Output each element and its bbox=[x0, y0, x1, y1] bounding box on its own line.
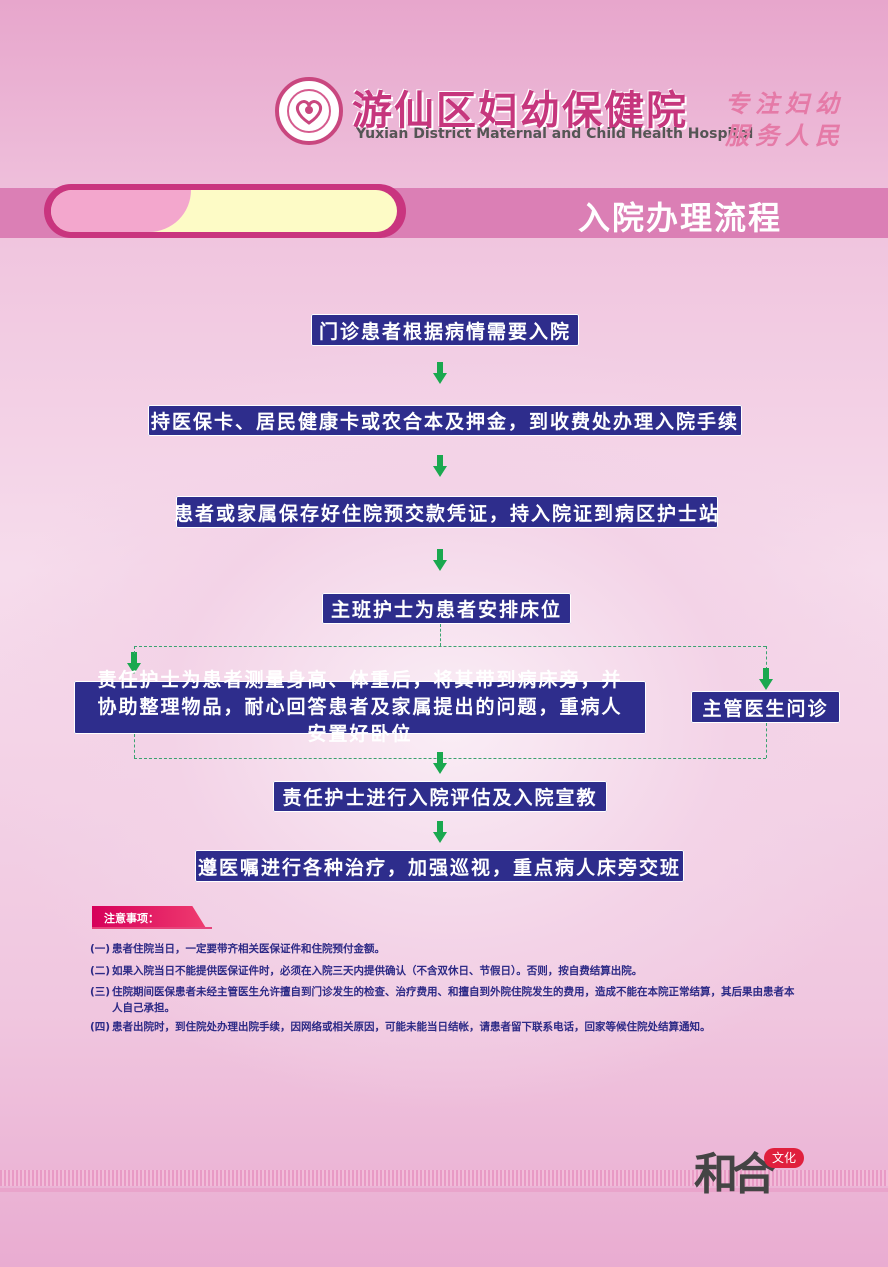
connector-line bbox=[440, 624, 441, 646]
down-arrow-icon bbox=[759, 668, 773, 690]
connector-line bbox=[766, 646, 767, 670]
slogan-line2: 服务人民 bbox=[725, 121, 845, 150]
logo-heart-icon bbox=[287, 89, 331, 133]
decorative-pill-inner bbox=[51, 190, 397, 232]
down-arrow-icon bbox=[433, 821, 447, 843]
flow-step-5b: 主管医生问诊 bbox=[691, 691, 840, 723]
note-item: (三)住院期间医保患者未经主管医生允许擅自到门诊发生的检查、治疗费用、和擅自到外… bbox=[90, 986, 795, 1014]
down-arrow-icon bbox=[127, 652, 141, 674]
down-arrow-icon bbox=[433, 549, 447, 571]
flow-step-5a: 责任护士为患者测量身高、体重后，将其带到病床旁，并协助整理物品，耐心回答患者及家… bbox=[74, 669, 646, 745]
note-item: (二)如果入院当日不能提供医保证件时，必须在入院三天内提供确认（不含双休日、节假… bbox=[90, 965, 643, 977]
flow-step-3: 患者或家属保存好住院预交款凭证，持入院证到病区护士站 bbox=[174, 496, 718, 528]
hospital-logo bbox=[275, 77, 343, 145]
notes-divider bbox=[92, 927, 212, 929]
down-arrow-icon bbox=[433, 362, 447, 384]
footer-stripe bbox=[0, 1188, 888, 1192]
flow-step-1: 门诊患者根据病情需要入院 bbox=[311, 314, 579, 346]
connector-line bbox=[134, 646, 135, 654]
flow-step-7: 遵医嘱进行各种治疗，加强巡视，重点病人床旁交班 bbox=[195, 850, 684, 882]
down-arrow-icon bbox=[433, 455, 447, 477]
connector-line bbox=[134, 734, 135, 758]
flow-step-6: 责任护士进行入院评估及入院宣教 bbox=[273, 781, 607, 812]
flow-step-4: 主班护士为患者安排床位 bbox=[322, 593, 571, 624]
note-item: (四)患者出院时，到住院处办理出院手续，因网络或相关原因，可能未能当日结帐，请患… bbox=[90, 1021, 711, 1033]
slogan-line1: 专注妇幼 bbox=[725, 89, 845, 118]
down-arrow-icon bbox=[433, 752, 447, 774]
hospital-name-en: Yuxian District Maternal and Child Healt… bbox=[356, 126, 754, 142]
notes-heading: 注意事项： bbox=[92, 906, 206, 928]
footer-stripe bbox=[0, 1170, 888, 1186]
hospital-name-cn: 游仙区妇幼保健院 bbox=[352, 88, 688, 134]
connector-line bbox=[134, 758, 766, 759]
flow-step-2: 持医保卡、居民健康卡或农合本及押金，到收费处办理入院手续 bbox=[148, 405, 742, 436]
note-item: (一)患者住院当日，一定要带齐相关医保证件和住院预付金额。 bbox=[90, 943, 385, 955]
footer-calligraphy: 和合 bbox=[694, 1149, 776, 1200]
footer-badge: 文化 bbox=[764, 1148, 804, 1168]
connector-line bbox=[766, 723, 767, 758]
page-title: 入院办理流程 bbox=[578, 199, 783, 237]
connector-line bbox=[134, 646, 766, 647]
